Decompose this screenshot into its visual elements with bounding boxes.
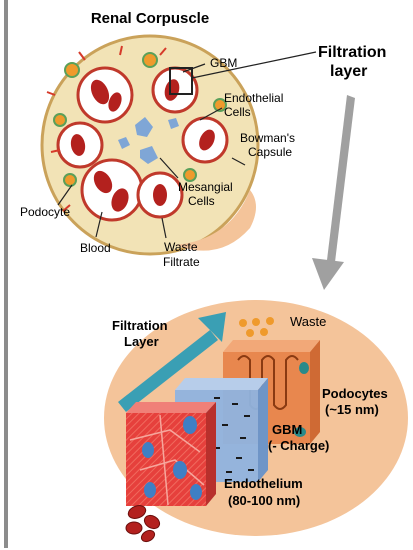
label-endothelium-line1: Endothelium: [224, 476, 303, 491]
corpuscle-title: Renal Corpuscle: [91, 10, 209, 27]
capillary-loop-top-right: [153, 68, 197, 112]
label-endothelial-line1: Endothelial: [224, 91, 283, 105]
label-endothelium-line2: (80-100 nm): [228, 493, 300, 508]
label-podocyte: Podocyte: [20, 205, 70, 219]
label-podocytes-line2: (~15 nm): [325, 402, 379, 417]
capillary-loop-top-left: [78, 68, 132, 122]
capillary-loop-right: [183, 118, 227, 162]
blood-cells: [126, 503, 162, 544]
label-filtration-line2: Layer: [124, 334, 159, 349]
label-endothelial-line2: Cells: [224, 105, 251, 119]
capillary-loop-bottom-left: [82, 160, 142, 220]
zoom-arrow: [312, 95, 355, 290]
label-bowmans-line1: Bowman's: [240, 131, 295, 145]
label-waste-line1: Waste: [164, 240, 198, 254]
label-waste: Waste: [290, 314, 326, 329]
endothelium-block: [126, 402, 216, 506]
label-podocytes-line1: Podocytes: [322, 386, 388, 401]
label-gbm: GBM: [210, 56, 237, 70]
label-filtration-line1: Filtration: [112, 318, 168, 333]
label-bowmans-line2: Capsule: [248, 145, 292, 159]
label-mesangial-line2: Cells: [188, 194, 215, 208]
label-filtration-layer-line1: Filtration: [318, 44, 386, 61]
label-gbm-line2: (- Charge): [268, 438, 329, 453]
label-gbm-line1: GBM: [272, 422, 302, 437]
label-waste-line2: Filtrate: [163, 255, 200, 269]
capillary-loop-left: [58, 123, 102, 167]
label-mesangial-line1: Mesangial: [178, 180, 233, 194]
capillary-loop-bottom-right: [138, 173, 182, 217]
label-filtration-layer-line2: layer: [330, 63, 367, 80]
label-blood: Blood: [80, 241, 111, 255]
